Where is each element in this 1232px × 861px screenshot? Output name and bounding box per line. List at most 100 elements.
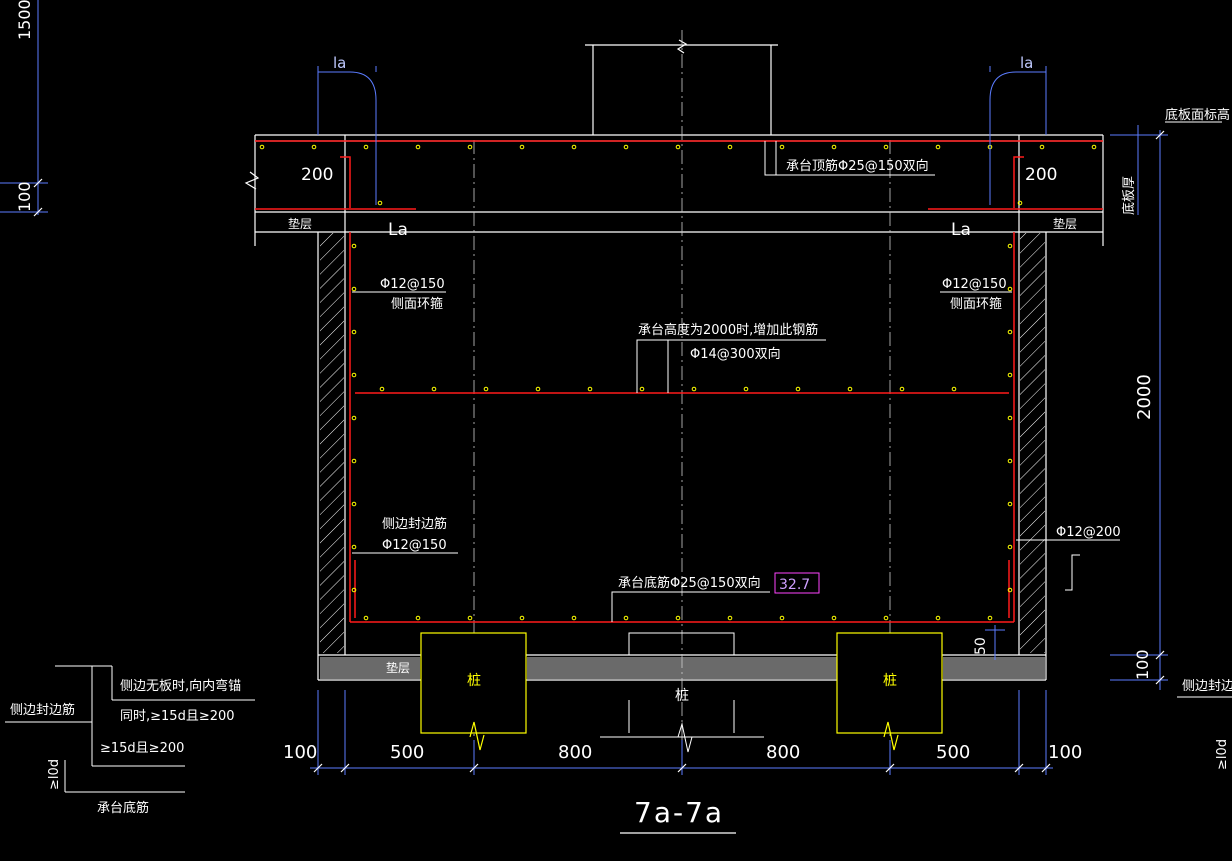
detail-note-1: 侧边无板时,向内弯锚 (120, 678, 241, 694)
partial-right-edge-label: 侧边封边筋 (1182, 678, 1232, 694)
rebar-dot (1007, 243, 1013, 249)
edge-note-label: 侧边封边筋 (382, 516, 447, 532)
rebar-dot (1007, 501, 1013, 507)
right-bottom-dimension: 100 (1133, 649, 1152, 680)
rebar-dot (351, 329, 357, 335)
rebar-lines (255, 140, 1103, 623)
side-mesh-note-left: 侧面环箍 (391, 296, 443, 312)
anchor-label-la-left: la (333, 54, 346, 72)
rebar-dot (639, 386, 645, 392)
rebar-dot (831, 615, 837, 621)
anchor-label-La-left: La (388, 220, 408, 240)
side-mesh-bar-left: Φ12@150 (380, 277, 445, 292)
detail-note-4: ≥l0d (47, 759, 62, 790)
rebar-dot (935, 615, 941, 621)
rebar-dot (351, 544, 357, 550)
rebar-dot (935, 144, 941, 150)
rebar-dot (379, 386, 385, 392)
rebar-dot (431, 386, 437, 392)
anchor-label-la-right: la (1020, 54, 1033, 72)
detail-note-2: 同时,≥15d且≥200 (120, 709, 235, 724)
rebar-dot (571, 144, 577, 150)
rebar-dot (415, 615, 421, 621)
rebar-dot (727, 144, 733, 150)
rebar-dot (351, 587, 357, 593)
rebar-dot (351, 415, 357, 421)
rebar-dot (259, 144, 265, 150)
cushion-label-top-right: 垫层 (1053, 216, 1077, 231)
cover-50-label: 50 (973, 637, 989, 655)
rebar-dot (351, 243, 357, 249)
rebar-dot (1007, 372, 1013, 378)
center-lines (473, 30, 891, 770)
rebar-dot (847, 386, 853, 392)
rebar-dot (1007, 415, 1013, 421)
right-bar-label: Φ12@200 (1056, 525, 1121, 540)
anchor-label-La-right: La (951, 220, 971, 240)
section-title: 7a-7a (634, 796, 724, 829)
anchor-hooks (317, 66, 1047, 205)
slab-top-elev-label: 底板面标高 (1165, 107, 1230, 123)
anchor-labels: la la La La (333, 54, 1033, 240)
rebar-dot (1091, 144, 1097, 150)
detail-bottom-label: 承台底筋 (97, 800, 149, 816)
value-tag-text: 32.7 (779, 577, 810, 593)
rebar-dot (1007, 286, 1013, 292)
side-mesh-note-right: 侧面环箍 (950, 296, 1002, 312)
slab-thickness-left: 200 (301, 165, 333, 185)
rebar-dot (779, 615, 785, 621)
rebar-dot (743, 386, 749, 392)
cushion-label-bottom: 垫层 (386, 660, 410, 675)
mid-rebar-bar: Φ14@300双向 (690, 346, 781, 362)
rebar-dot (1007, 329, 1013, 335)
partial-right-rot-text: ≥l0d (1215, 739, 1230, 770)
rebar-dot (951, 386, 957, 392)
rebar-dot (691, 386, 697, 392)
rebar-dot (363, 144, 369, 150)
rebar-dot (1039, 144, 1045, 150)
rebar-dot (623, 615, 629, 621)
rebar-dot (311, 144, 317, 150)
rebar-dots (259, 144, 1097, 621)
dim-bottom-0: 100 (283, 742, 317, 763)
bottom-dimension-labels: 100 500 800 800 500 100 (283, 742, 1082, 763)
rebar-dot (1007, 587, 1013, 593)
rebar-dot (883, 144, 889, 150)
rebar-dot (831, 144, 837, 150)
pile-label-right: 桩 (883, 672, 897, 689)
detail-note-3: ≥15d且≥200 (100, 741, 184, 756)
pile-label-center: 桩 (675, 687, 689, 704)
left-top-dimension: 1500 (15, 0, 34, 40)
side-mesh-bar-right: Φ12@150 (942, 277, 1007, 292)
dim-bottom-1: 500 (390, 742, 424, 763)
rebar-dot (377, 200, 383, 206)
rebar-dot (727, 615, 733, 621)
dim-bottom-2: 800 (558, 742, 592, 763)
rebar-dot (1017, 200, 1023, 206)
rebar-dot (351, 372, 357, 378)
center-pile-outline (600, 632, 764, 753)
right-side-hatch (1020, 233, 1045, 653)
dimension-ticks (33, 130, 1165, 773)
rebar-dot (483, 386, 489, 392)
rebar-dot (519, 615, 525, 621)
rebar-dot (899, 386, 905, 392)
rebar-dot (883, 615, 889, 621)
rebar-dot (1007, 544, 1013, 550)
rebar-dot (535, 386, 541, 392)
rebar-dot (415, 144, 421, 150)
rebar-dot (363, 615, 369, 621)
dim-bottom-5: 100 (1048, 742, 1082, 763)
leader-lines (352, 121, 1232, 698)
rebar-dot (351, 458, 357, 464)
cushion-label-top-left: 垫层 (288, 216, 312, 231)
rebar-dot (987, 615, 993, 621)
rebar-dot (467, 615, 473, 621)
slab-thick-label: 底板厚 (1121, 176, 1137, 215)
left-side-hatch (320, 233, 344, 653)
value-tag-box (774, 572, 820, 594)
detail-sketch-lines (5, 665, 255, 793)
rebar-dot (467, 144, 473, 150)
slab-thickness-right: 200 (1025, 165, 1057, 185)
